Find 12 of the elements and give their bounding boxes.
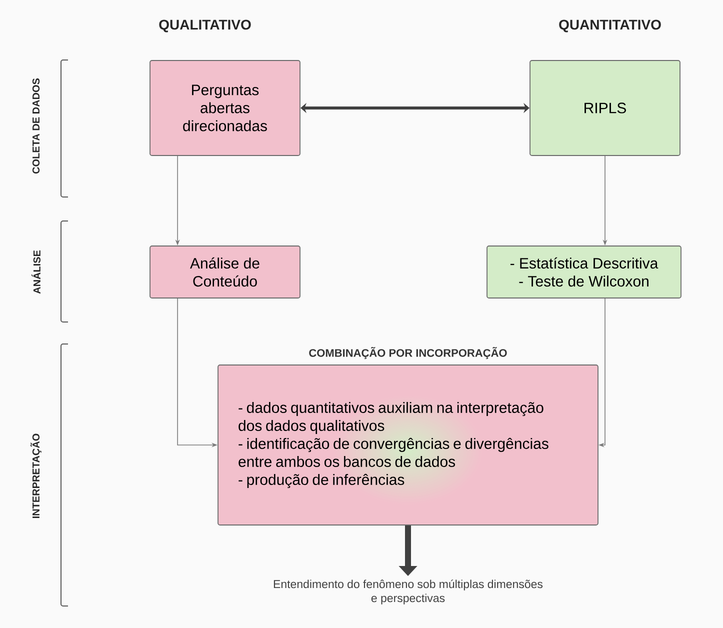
section-label: INTERPRETAÇÃO <box>30 434 42 518</box>
combination-box: - dados quantitativos auxiliam na interpretação dos dados qualitativos - identificação de convergências e divergências entre ambos os bancos de dados - produção de inferências <box>218 364 598 526</box>
process-box: - Estatística Descritiva - Teste de Wilcoxon <box>486 246 682 298</box>
column-heading: QUANTITATIVO <box>559 20 661 32</box>
box-heading: COMBINAÇÃO POR INCORPORAÇÃO <box>309 346 507 360</box>
process-box: Perguntas abertas direcionadas <box>150 60 300 156</box>
outcome-text: Entendimento do fenômeno sob múltiplas dimensões e perspectivas <box>274 580 543 604</box>
column-heading: QUALITATIVO <box>159 20 251 32</box>
section-label: COLETA DE DADOS <box>32 78 40 174</box>
section-label: ANÁLISE <box>32 250 40 294</box>
process-box: RIPLS <box>530 60 680 156</box>
process-box: Análise de Conteúdo <box>150 246 300 298</box>
